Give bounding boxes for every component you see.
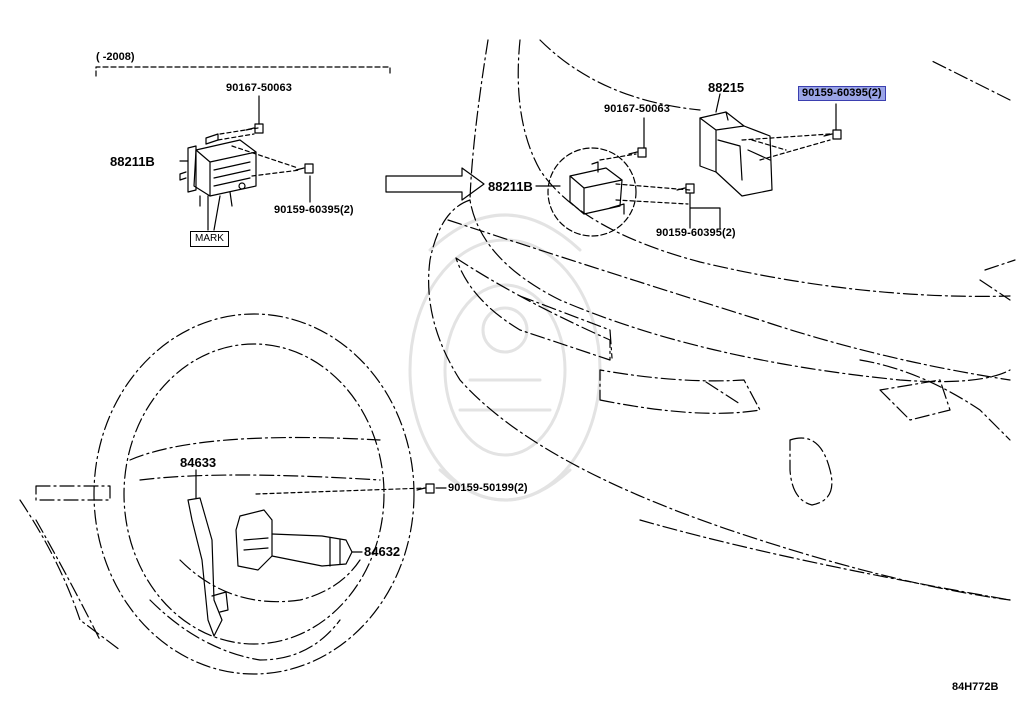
inset-bracket <box>95 66 391 77</box>
direction-arrow-icon <box>385 167 485 201</box>
leader-inset-mark <box>207 195 221 231</box>
figure-id: 84H772B <box>952 681 999 693</box>
part-number-wheel-switch[interactable]: 84632 <box>364 544 401 559</box>
part-number-wheel-screw[interactable]: 90159-50199(2) <box>448 482 528 494</box>
part-number-wheel-lever[interactable]: 84633 <box>180 455 217 470</box>
steering-wheel-illustration <box>19 313 415 675</box>
screw-icon <box>416 483 435 494</box>
mark-label: MARK <box>190 231 229 247</box>
part-number-inset-bolt-top[interactable]: 90167-50063 <box>226 82 292 94</box>
main-bolt-top-icon <box>628 147 647 158</box>
part-number-main-bolt-bottom[interactable]: 90159-60395(2) <box>656 227 736 239</box>
inset-bolt-top-icon <box>245 123 264 134</box>
bracket-bolt-icon <box>823 129 842 140</box>
main-bolt-bottom-icon <box>676 183 695 194</box>
watermark-emblem <box>408 213 602 502</box>
lever-84633-illustration <box>187 497 229 637</box>
leader-main-bolt-bottom <box>689 193 721 229</box>
front-bumper-outline <box>428 39 1016 601</box>
part-number-main-bracket[interactable]: 88215 <box>708 80 745 95</box>
model-range-label: ( -2008) <box>96 51 135 63</box>
inset-sensor-illustration <box>179 127 301 207</box>
part-number-highlighted[interactable]: 90159-60395(2) <box>798 86 886 101</box>
part-number-inset-bolt-bottom[interactable]: 90159-60395(2) <box>274 204 354 216</box>
bracket-illustration <box>699 111 831 197</box>
part-number-main-sensor[interactable]: 88211B <box>488 179 533 194</box>
part-number-main-bolt-top[interactable]: 90167-50063 <box>604 103 670 115</box>
part-number-inset-sensor[interactable]: 88211B <box>110 154 155 169</box>
main-sensor-illustration <box>547 147 691 237</box>
inset-bolt-bottom-icon <box>295 163 314 174</box>
leader-bracket <box>715 93 721 113</box>
